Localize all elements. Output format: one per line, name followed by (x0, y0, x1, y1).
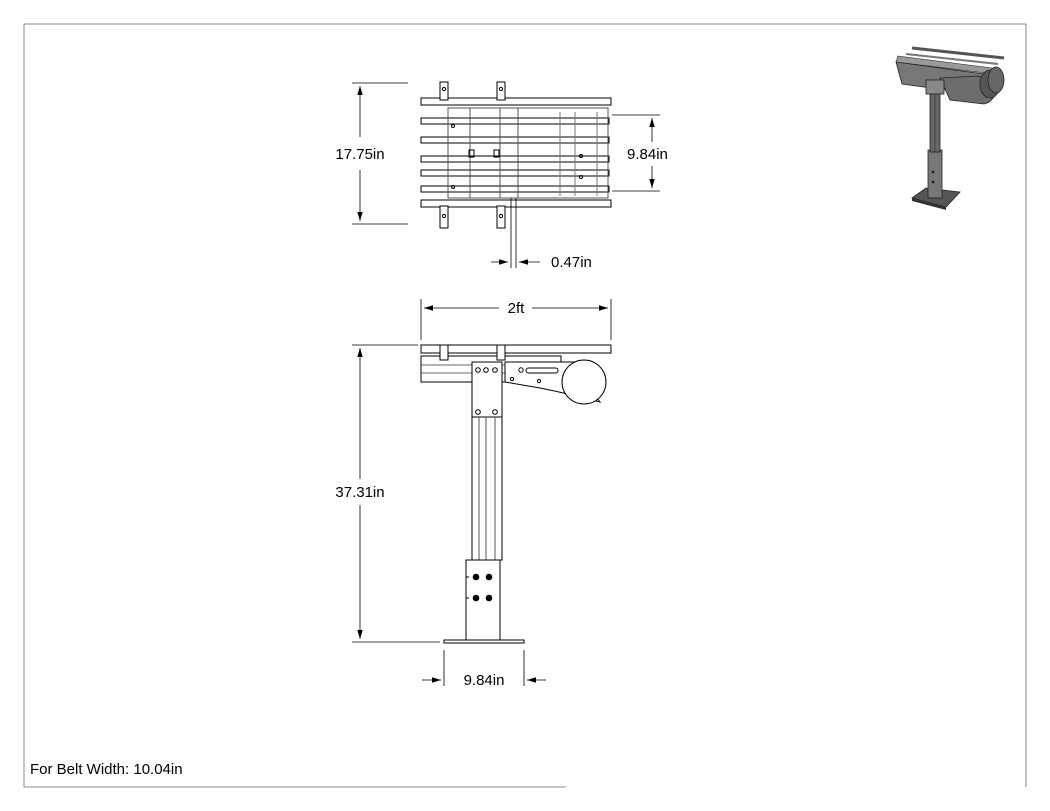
dim-overall-width (352, 82, 408, 225)
isometric-preview (895, 46, 1005, 210)
dim-label-belt-span: 9.84in (627, 146, 668, 163)
dim-belt-span (612, 114, 660, 192)
dim-offset (491, 198, 540, 268)
dim-label-length: 2ft (508, 300, 526, 317)
side-view (420, 344, 612, 644)
dim-height (352, 344, 440, 643)
sheet-border (23, 23, 1027, 788)
dim-label-overall-width: 17.75in (335, 146, 384, 163)
dim-base-width (422, 650, 546, 686)
dim-length (420, 299, 612, 340)
dim-label-height: 37.31in (335, 484, 384, 501)
dim-label-offset: 0.47in (551, 254, 592, 271)
dim-label-base-width: 9.84in (464, 672, 505, 689)
belt-width-note: For Belt Width: 10.04in (30, 761, 183, 778)
